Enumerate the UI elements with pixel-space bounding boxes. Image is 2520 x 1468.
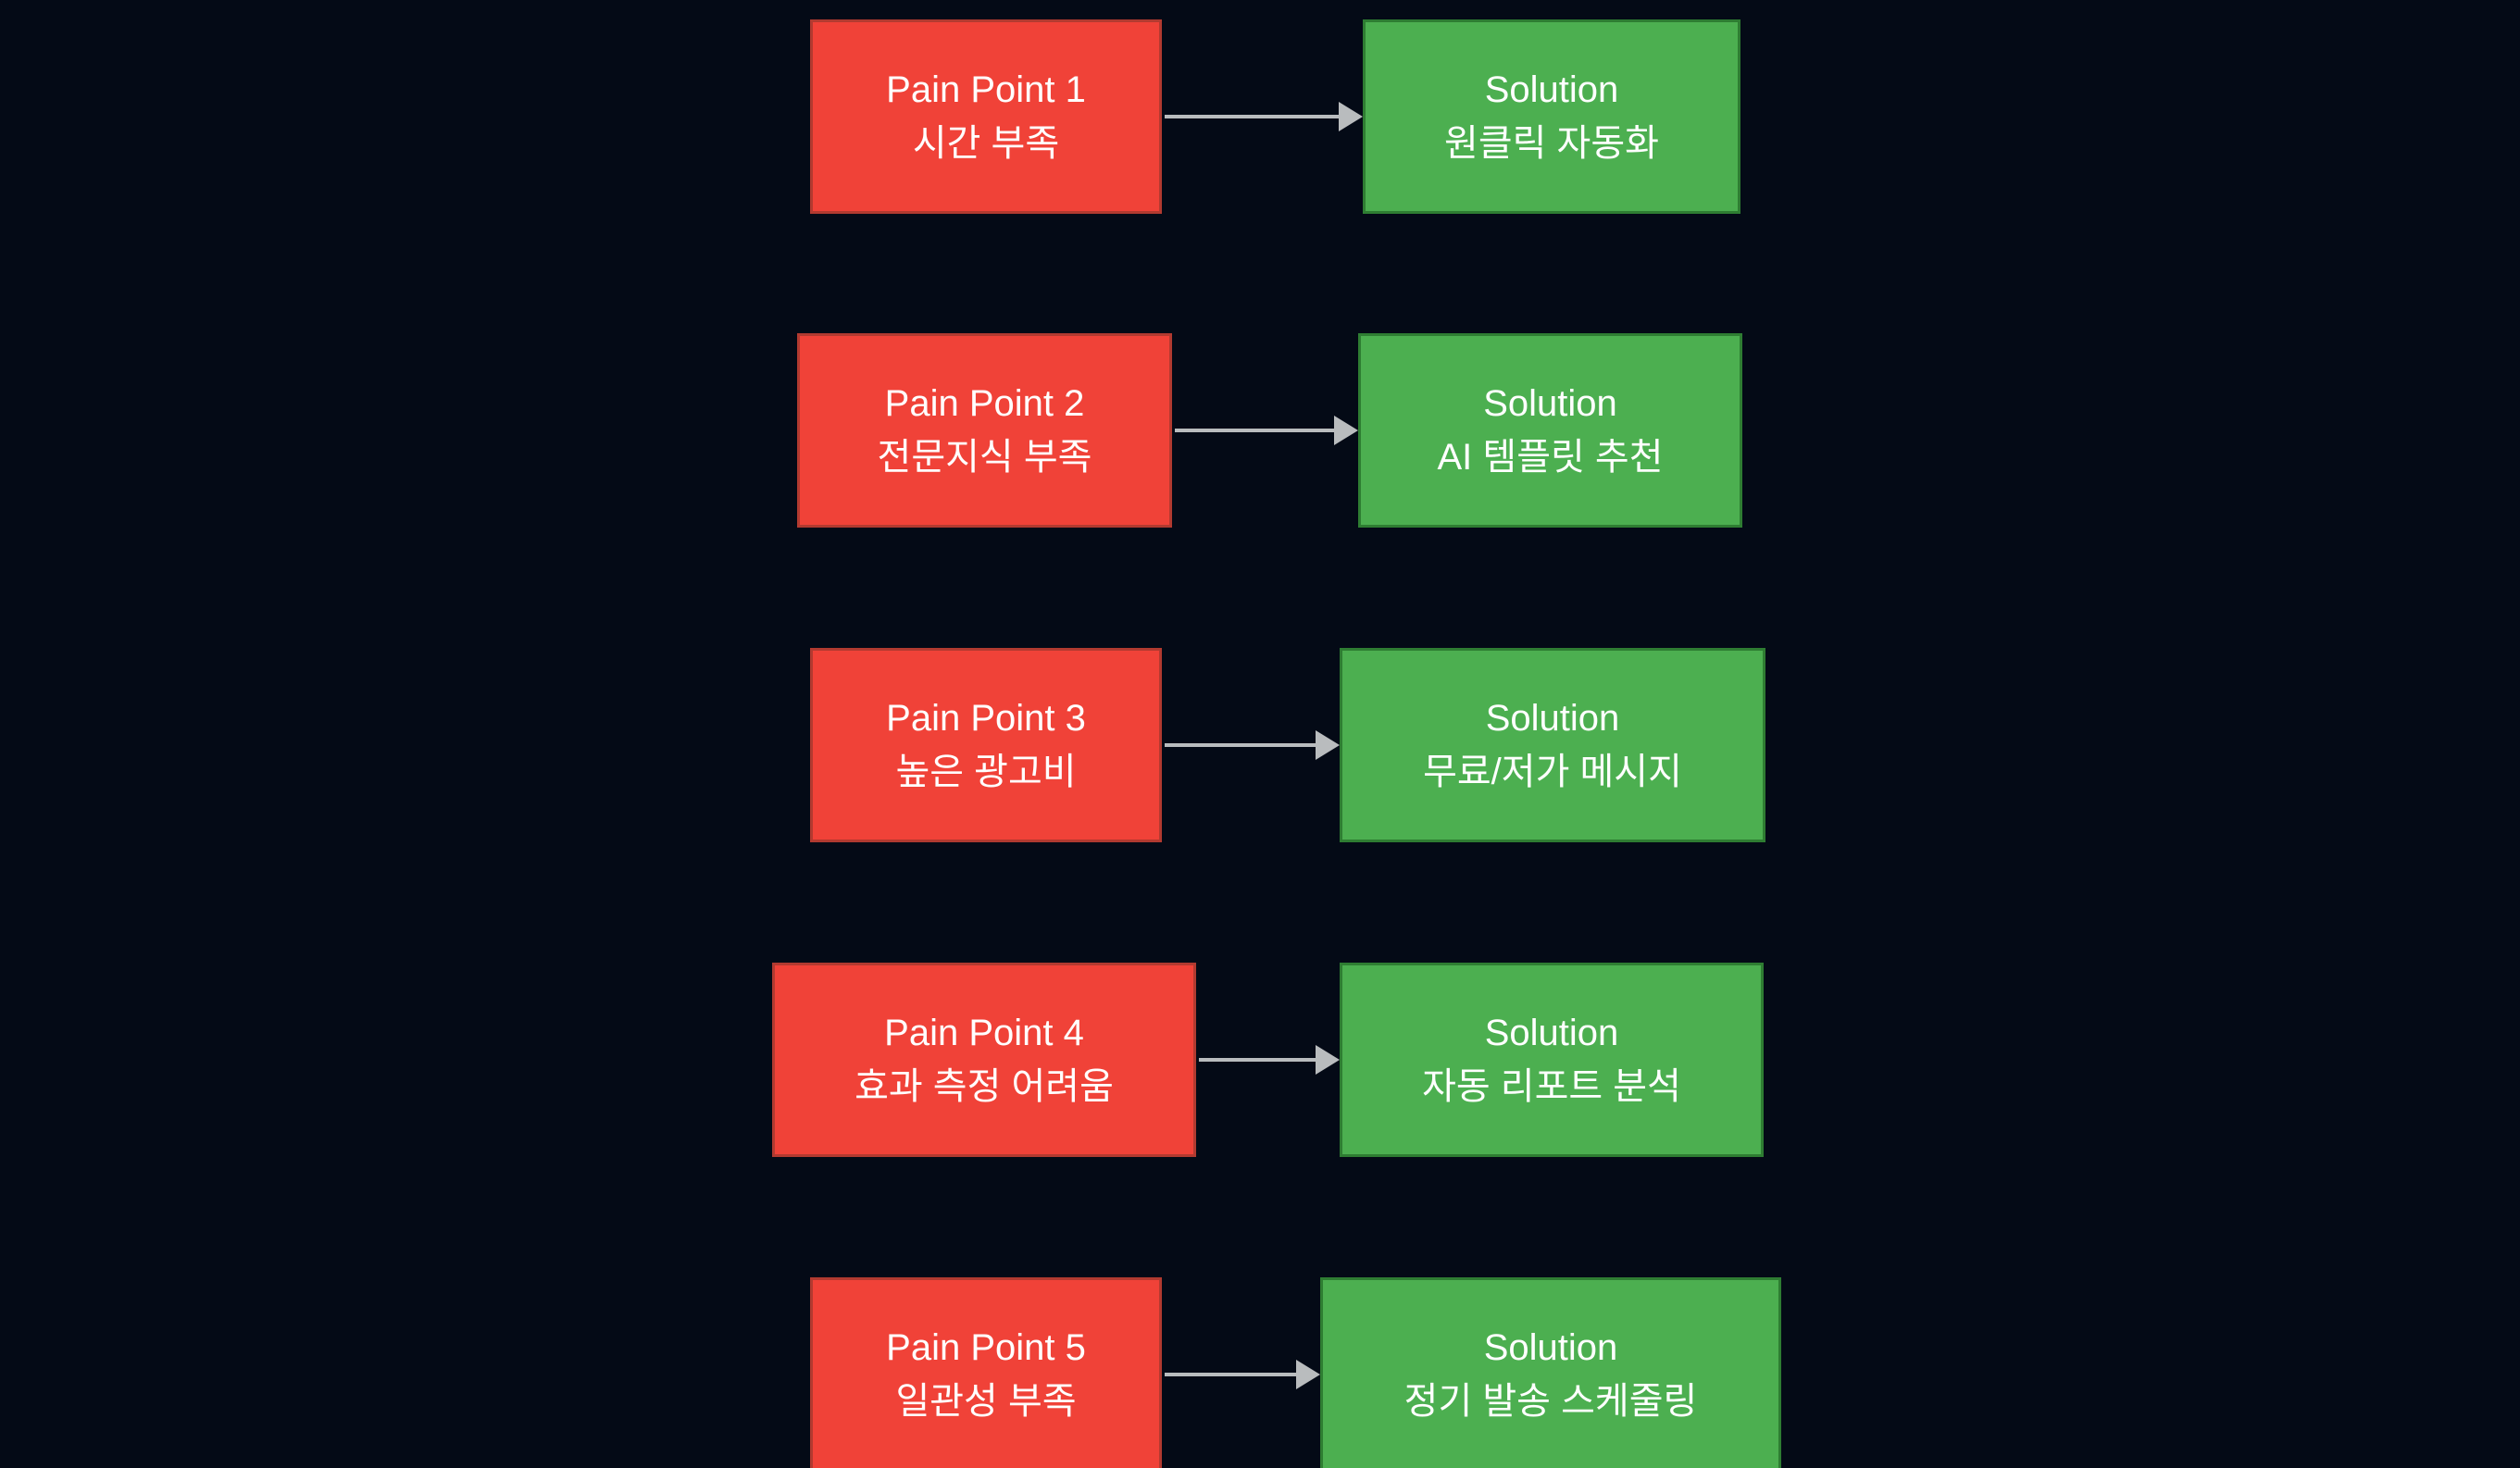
pain-point-label: 시간 부족 xyxy=(912,123,1060,164)
pain-point-node: Pain Point 1 시간 부족 xyxy=(810,19,1162,214)
arrow-shaft xyxy=(1165,743,1317,747)
pain-point-title: Pain Point 5 xyxy=(886,1327,1086,1368)
pain-point-node: Pain Point 2 전문지식 부족 xyxy=(797,333,1172,528)
solution-node: Solution 원클릭 자동화 xyxy=(1363,19,1740,214)
pain-point-label: 높은 광고비 xyxy=(895,752,1077,792)
arrow-shaft xyxy=(1175,429,1336,432)
solution-label: AI 템플릿 추천 xyxy=(1437,437,1664,478)
arrow-icon xyxy=(1296,1360,1320,1389)
solution-title: Solution xyxy=(1484,69,1619,110)
solution-label: 무료/저가 메시지 xyxy=(1423,752,1682,792)
arrow-shaft xyxy=(1165,115,1341,118)
pain-point-title: Pain Point 2 xyxy=(884,383,1085,424)
pain-point-title: Pain Point 3 xyxy=(886,698,1086,739)
arrow-shaft xyxy=(1165,1373,1298,1376)
solution-node: Solution AI 템플릿 추천 xyxy=(1358,333,1742,528)
solution-title: Solution xyxy=(1485,698,1620,739)
pain-point-node: Pain Point 4 효과 측정 어려움 xyxy=(772,963,1196,1157)
arrow-icon xyxy=(1316,730,1340,760)
solution-node: Solution 정기 발송 스케줄링 xyxy=(1320,1277,1781,1468)
solution-title: Solution xyxy=(1483,383,1617,424)
pain-point-title: Pain Point 1 xyxy=(886,69,1086,110)
pain-point-node: Pain Point 3 높은 광고비 xyxy=(810,648,1162,842)
solution-label: 원클릭 자동화 xyxy=(1444,123,1659,164)
arrow-shaft xyxy=(1199,1058,1317,1062)
solution-title: Solution xyxy=(1483,1327,1618,1368)
pain-point-label: 일관성 부족 xyxy=(895,1381,1077,1422)
pain-point-node: Pain Point 5 일관성 부족 xyxy=(810,1277,1162,1468)
solution-title: Solution xyxy=(1484,1013,1619,1053)
arrow-icon xyxy=(1339,102,1363,131)
solution-node: Solution 무료/저가 메시지 xyxy=(1340,648,1765,842)
solution-label: 정기 발송 스케줄링 xyxy=(1403,1381,1698,1422)
arrow-icon xyxy=(1316,1045,1340,1075)
pain-point-title: Pain Point 4 xyxy=(884,1013,1084,1053)
arrow-icon xyxy=(1334,416,1358,445)
pain-point-label: 전문지식 부족 xyxy=(877,437,1092,478)
pain-point-label: 효과 측정 어려움 xyxy=(855,1066,1114,1107)
solution-node: Solution 자동 리포트 분석 xyxy=(1340,963,1764,1157)
solution-label: 자동 리포트 분석 xyxy=(1422,1066,1681,1107)
